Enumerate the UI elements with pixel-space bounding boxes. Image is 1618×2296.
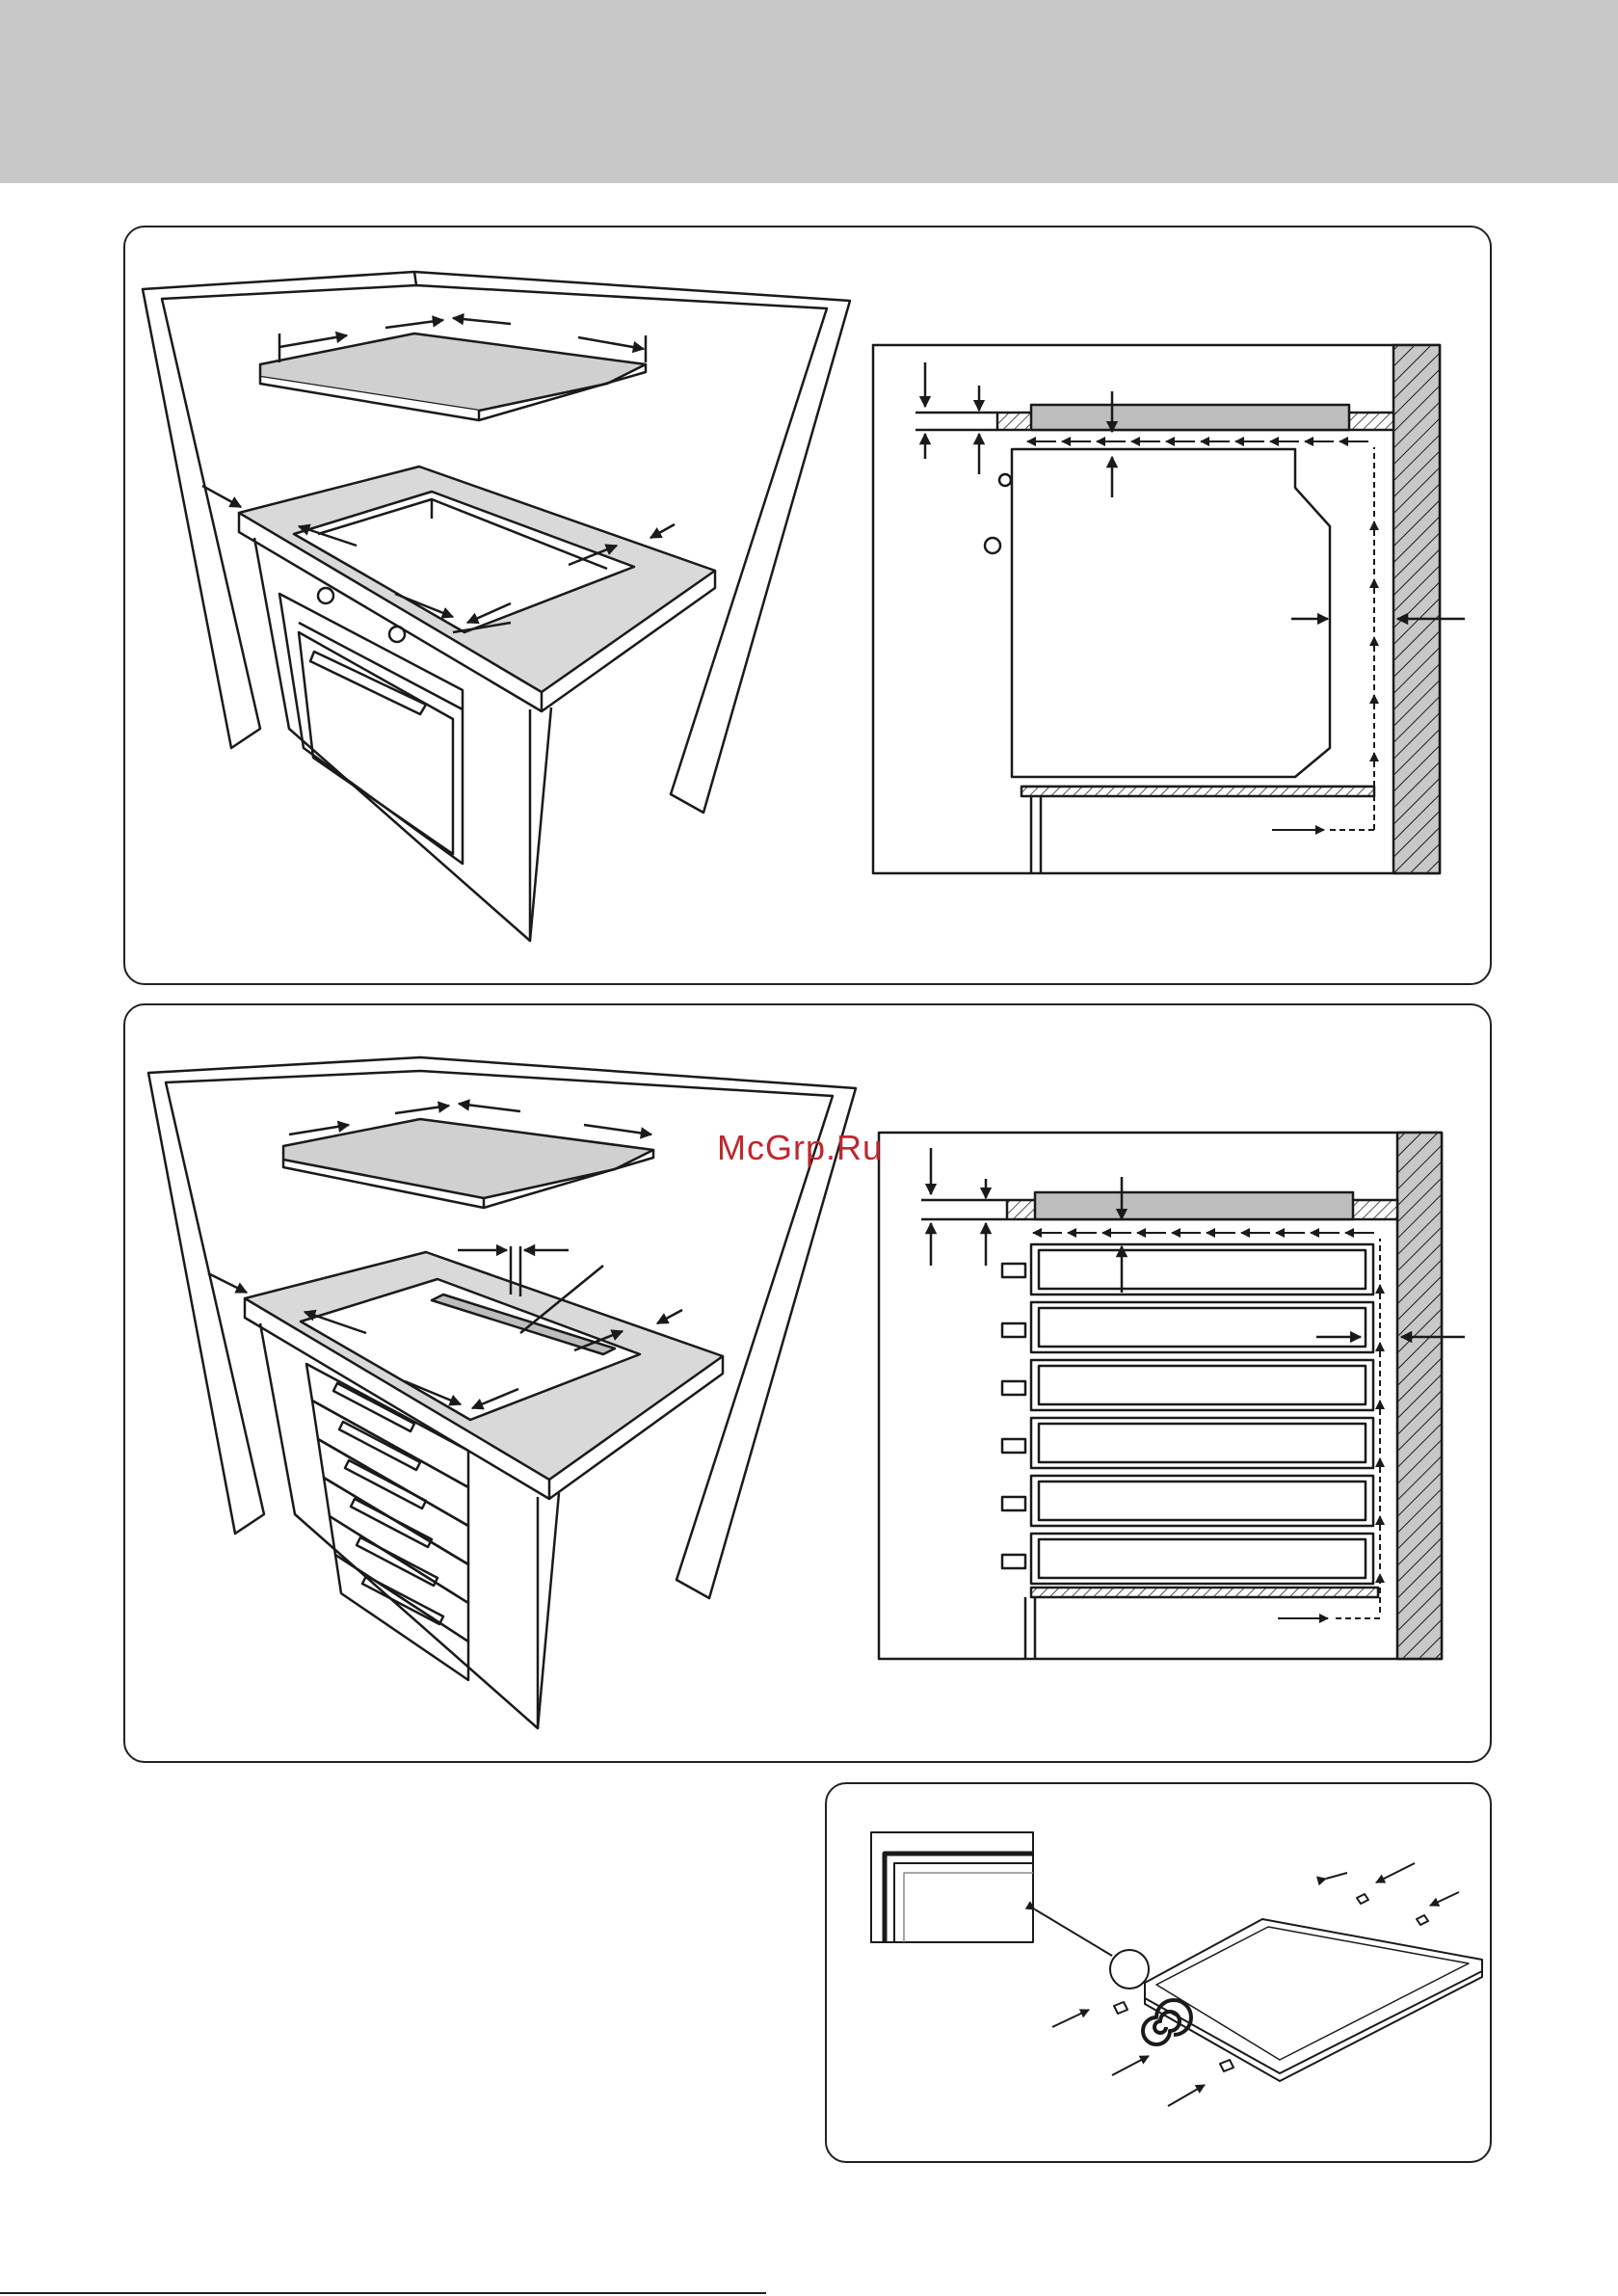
panel-seal-strip [825,1782,1492,2163]
header-band [0,0,1618,183]
hob-over-drawers-installation-diagram-icon [125,1005,1494,1765]
footer-rule [0,2292,766,2294]
panel-hob-over-drawers [123,1003,1492,1763]
hob-over-oven-installation-diagram-icon [125,227,1494,987]
seal-strip-mounting-diagram-icon [827,1784,1494,2165]
panel-hob-over-oven [123,226,1492,985]
watermark-text: McGrp.Ru [717,1128,883,1168]
